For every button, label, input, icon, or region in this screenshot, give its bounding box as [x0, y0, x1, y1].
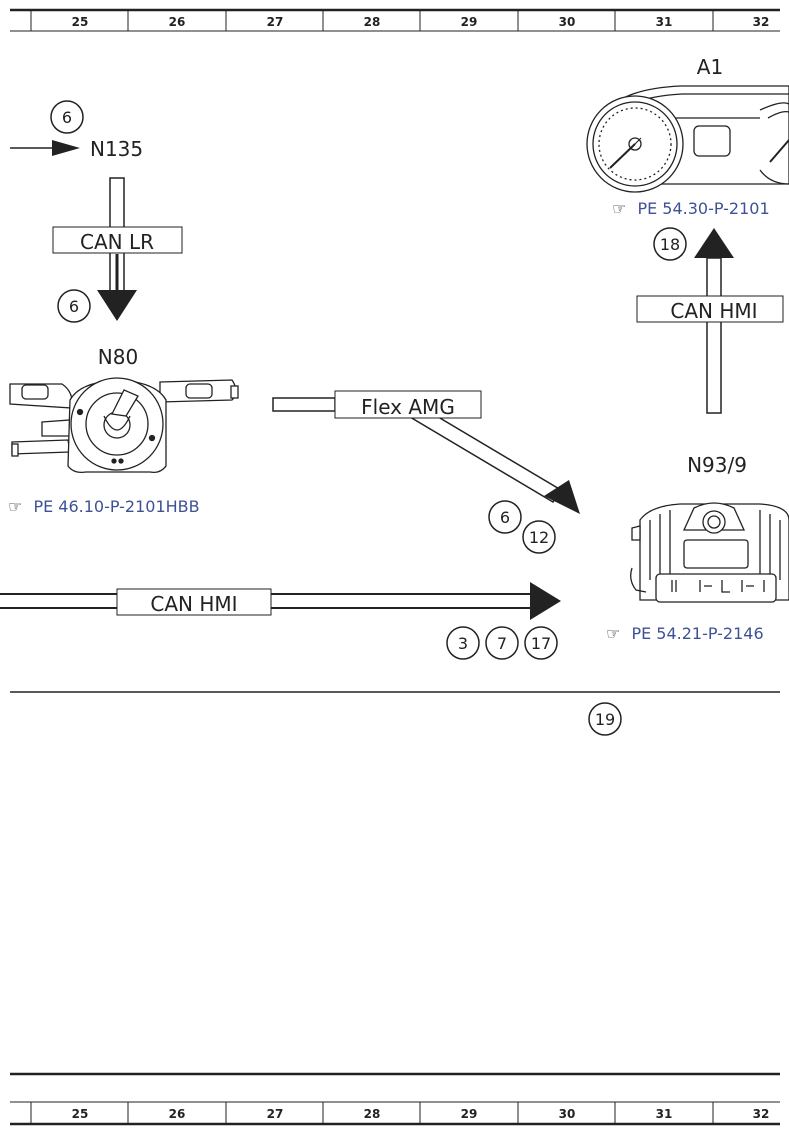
callout-3: 3	[458, 634, 468, 653]
can-hmi-bottom-label: CAN HMI	[150, 592, 237, 616]
callout-n135-6: 6	[62, 108, 72, 127]
a1-group: A1 ☞ PE 54.30-P-2101	[586, 55, 789, 218]
can-hmi-bottom-label-box	[116, 588, 272, 616]
grid-col-29-bottom: 29	[461, 1107, 478, 1121]
can-lr-bus: CAN LR 6	[52, 177, 183, 323]
callout-flex-6: 6	[500, 508, 510, 527]
n80-group: N80 ☞ PE 46.10-P-2101HBB	[8, 345, 239, 516]
flex-amg-label-box	[334, 390, 482, 419]
grid-col-30: 30	[559, 15, 576, 29]
n80-steering-module-icon	[9, 377, 239, 474]
grid-col-31-bottom: 31	[656, 1107, 673, 1121]
can-lr-label-box	[52, 226, 183, 254]
callout-circle-3	[446, 626, 480, 660]
callout-18: 18	[660, 235, 680, 254]
grid-col-27-bottom: 27	[267, 1107, 284, 1121]
n135-input-arrowhead	[52, 140, 80, 156]
reference-n80: ☞ PE 46.10-P-2101HBB	[8, 497, 200, 516]
reference-a1: ☞ PE 54.30-P-2101	[612, 199, 770, 218]
grid-col-28: 28	[364, 15, 381, 29]
callout-circle-can-lr	[57, 289, 91, 323]
component-label-n80: N80	[98, 345, 138, 369]
n93-9-control-unit-icon	[630, 502, 789, 603]
can-hmi-horizontal-arrowhead	[530, 582, 561, 620]
grid-col-28-bottom: 28	[364, 1107, 381, 1121]
grid-col-26: 26	[169, 15, 186, 29]
grid-col-31: 31	[656, 15, 673, 29]
top-grid-header: 25 26 27 28 29 30 31 32	[10, 8, 780, 32]
reference-n93-9-link[interactable]: PE 54.21-P-2146	[631, 624, 763, 643]
callout-circle-19	[588, 702, 622, 736]
grid-col-32-bottom: 32	[753, 1107, 770, 1121]
callout-circle-flex-6	[488, 500, 522, 534]
grid-col-25: 25	[72, 15, 89, 29]
callout-7: 7	[497, 634, 507, 653]
callout-circle-n135	[50, 100, 84, 134]
can-lr-arrowhead	[97, 290, 137, 321]
callout-circle-flex-12	[522, 520, 556, 554]
n93-9-group: N93/9 ☞ PE 54.21-P-2146	[606, 453, 789, 643]
callout-circle-17	[524, 626, 558, 660]
bottom-grid-header: 25 26 27 28 29 30 31 32	[10, 1072, 780, 1126]
flex-amg-label: Flex AMG	[361, 395, 455, 419]
reference-a1-link[interactable]: PE 54.30-P-2101	[637, 199, 769, 218]
grid-col-29: 29	[461, 15, 478, 29]
n135-group: 6 N135	[10, 100, 143, 161]
callout-circle-7	[485, 626, 519, 660]
callout-can-lr-6: 6	[69, 297, 79, 316]
grid-col-32: 32	[753, 15, 770, 29]
grid-col-25-bottom: 25	[72, 1107, 89, 1121]
component-label-n135: N135	[90, 137, 143, 161]
flex-amg-bus: Flex AMG 6 12	[272, 390, 580, 554]
reference-n80-link[interactable]: PE 46.10-P-2101HBB	[33, 497, 199, 516]
callout-17: 17	[531, 634, 551, 653]
a1-instrument-cluster-icon	[586, 85, 789, 193]
grid-col-30-bottom: 30	[559, 1107, 576, 1121]
component-label-a1: A1	[697, 55, 723, 79]
can-hmi-vertical-bus: CAN HMI 18	[636, 227, 784, 414]
grid-col-26-bottom: 26	[169, 1107, 186, 1121]
can-hmi-vertical-arrowhead	[694, 228, 734, 258]
can-hmi-vertical-shaft	[706, 257, 722, 414]
can-hmi-top-label: CAN HMI	[670, 299, 757, 323]
component-label-n93-9: N93/9	[687, 453, 747, 477]
reference-n93-9: ☞ PE 54.21-P-2146	[606, 624, 764, 643]
callout-circle-18	[653, 227, 687, 261]
pointer-hand-icon-a1: ☞	[612, 199, 626, 218]
flex-amg-arrowhead	[544, 480, 580, 514]
flex-amg-stub	[272, 397, 336, 412]
pointer-hand-icon-n93-9: ☞	[606, 624, 620, 643]
can-hmi-top-label-box	[636, 295, 784, 323]
callout-19: 19	[595, 710, 615, 729]
grid-col-27: 27	[267, 15, 284, 29]
pointer-hand-icon: ☞	[8, 497, 22, 516]
can-hmi-horizontal-bus: CAN HMI 3 7 17	[0, 582, 561, 660]
callout-flex-12: 12	[529, 528, 549, 547]
can-lr-label: CAN LR	[80, 230, 154, 254]
